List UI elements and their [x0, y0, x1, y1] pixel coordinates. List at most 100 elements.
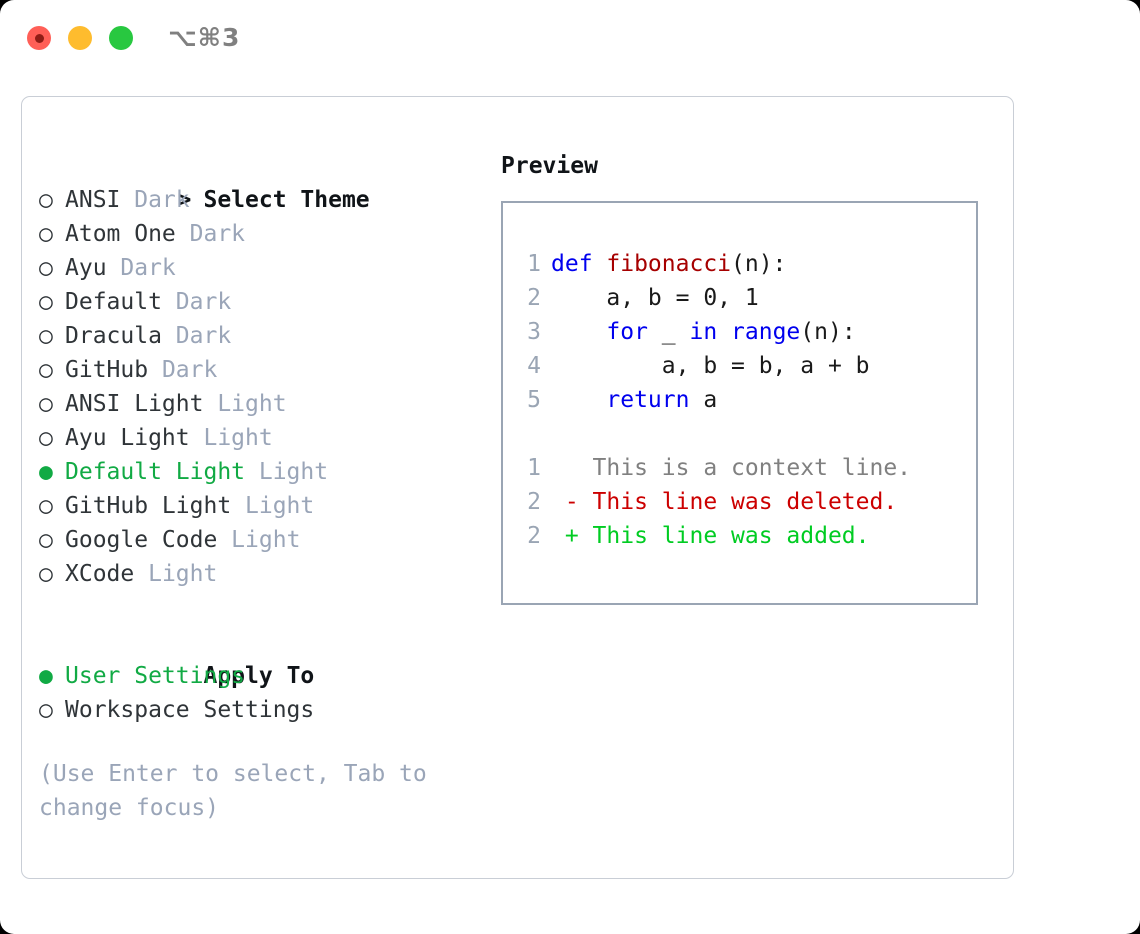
theme-option-ayu[interactable]: ○ Ayu Dark — [39, 251, 499, 285]
radio-unselected-icon: ○ — [39, 187, 53, 213]
theme-option-default-light[interactable]: ● Default Light Light — [39, 455, 499, 489]
code-token: return — [606, 387, 690, 413]
radio-unselected-icon: ○ — [39, 357, 53, 383]
theme-option-label: GitHub Light — [65, 493, 232, 519]
minimize-button-icon[interactable] — [68, 26, 92, 50]
theme-option-default[interactable]: ○ Default Dark — [39, 285, 499, 319]
theme-option-github[interactable]: ○GitHub Dark — [39, 353, 499, 387]
code-token: fibonacci — [606, 251, 732, 277]
theme-option-variant-badge: Light — [134, 561, 218, 587]
radio-unselected-icon: ○ — [39, 697, 53, 723]
line-number: 2 — [527, 489, 541, 515]
close-button-icon[interactable] — [27, 26, 51, 50]
theme-option-ayu-light[interactable]: ○Ayu Light Light — [39, 421, 499, 455]
theme-option-variant-badge: Dark — [106, 255, 176, 281]
line-number: 5 — [527, 387, 541, 413]
theme-option-variant-badge: Dark — [161, 289, 232, 315]
line-number: 1 — [527, 455, 541, 481]
code-token: a — [689, 387, 718, 413]
theme-list: ○ANSI Dark○Atom One Dark○Ayu Dark○Defaul… — [39, 183, 499, 591]
theme-option-variant-badge: Light — [189, 425, 273, 451]
code-token: in — [689, 319, 718, 345]
theme-option-label: Default — [65, 289, 162, 315]
diff-line-deleted: 2 - This line was deleted. — [515, 485, 972, 519]
preview-title: Preview — [501, 153, 598, 179]
radio-unselected-icon: ○ — [39, 289, 53, 315]
theme-option-variant-badge: Light — [231, 493, 315, 519]
window-controls — [27, 26, 133, 50]
theme-option-variant-badge: Light — [245, 459, 329, 485]
apply-option-user-settings[interactable]: ● User Settings — [39, 659, 499, 693]
theme-option-label: Ayu — [65, 255, 107, 281]
theme-option-label: XCode — [65, 561, 135, 587]
radio-unselected-icon: ○ — [39, 527, 53, 553]
apply-to-list: ● User Settings ○ Workspace Settings — [39, 659, 499, 727]
select-theme-header: > Select Theme — [39, 149, 499, 213]
theme-option-dracula[interactable]: ○Dracula Dark — [39, 319, 499, 353]
titlebar: ⌥⌘3 — [0, 0, 1140, 78]
line-number: 2 — [527, 285, 541, 311]
theme-option-google-code[interactable]: ○Google Code Light — [39, 523, 499, 557]
help-text: (Use Enter to select, Tab to change focu… — [39, 761, 427, 821]
radio-unselected-icon: ○ — [39, 255, 53, 281]
header-caret-icon: > — [177, 187, 192, 213]
code-line: 2 a, b = 0, 1 — [515, 281, 972, 315]
radio-unselected-icon: ○ — [39, 323, 53, 349]
theme-option-ansi[interactable]: ○ANSI Dark — [39, 183, 499, 217]
code-token: def — [551, 251, 607, 277]
code-token — [551, 387, 606, 413]
code-token: (n): — [800, 319, 856, 345]
theme-option-variant-badge: Dark — [161, 323, 232, 349]
code-token: (n): — [731, 251, 787, 277]
theme-option-xcode[interactable]: ○XCode Light — [39, 557, 499, 591]
diff-lines: 1 This is a context line.2 - This line w… — [515, 451, 972, 553]
code-blank-line — [515, 417, 972, 451]
code-token: a, b = 0, 1 — [551, 285, 759, 311]
theme-option-atom-one[interactable]: ○Atom One Dark — [39, 217, 499, 251]
radio-unselected-icon: ○ — [39, 391, 53, 417]
diff-text: This is a context line. — [551, 455, 912, 481]
code-token: a, b = b, a + b — [551, 353, 870, 379]
theme-option-label: ANSI — [65, 187, 121, 213]
diff-line-context: 1 This is a context line. — [515, 451, 972, 485]
radio-selected-icon: ● — [39, 663, 53, 689]
line-number: 2 — [527, 523, 541, 549]
main-panel: >Select Theme ○ANSI Dark○Atom One Dark○A… — [21, 96, 1014, 879]
code-token: _ — [647, 319, 690, 345]
apply-option-label: User Settings — [65, 663, 246, 689]
theme-option-variant-badge: Dark — [175, 221, 246, 247]
code-line: 5 return a — [515, 383, 972, 417]
theme-option-label: GitHub — [65, 357, 149, 383]
select-theme-header-label: Select Theme — [203, 187, 370, 213]
keyboard-shortcut-label: ⌥⌘3 — [168, 23, 241, 52]
apply-option-workspace-settings[interactable]: ○ Workspace Settings — [39, 693, 499, 727]
diff-line-added: 2 + This line was added. — [515, 519, 972, 553]
theme-option-github-light[interactable]: ○ GitHub Light Light — [39, 489, 499, 523]
line-number: 3 — [527, 319, 541, 345]
radio-selected-icon: ● — [39, 459, 53, 485]
radio-unselected-icon: ○ — [39, 221, 53, 247]
code-line: 3 for _ in range(n): — [515, 315, 972, 349]
theme-option-ansi-light[interactable]: ○ANSI Light Light — [39, 387, 499, 421]
code-token: range — [731, 319, 801, 345]
radio-unselected-icon: ○ — [39, 493, 53, 519]
maximize-button-icon[interactable] — [109, 26, 133, 50]
code-line: 4 a, b = b, a + b — [515, 349, 972, 383]
theme-option-label: Default Light — [65, 459, 246, 485]
apply-option-label: Workspace Settings — [65, 697, 315, 723]
apply-to-header: Apply To — [39, 625, 499, 689]
code-token — [551, 319, 606, 345]
theme-option-variant-badge: Light — [203, 391, 287, 417]
code-token: for — [606, 319, 648, 345]
diff-text: - This line was deleted. — [551, 489, 898, 515]
diff-text: + This line was added. — [551, 523, 870, 549]
code-token — [717, 319, 731, 345]
theme-option-label: Google Code — [65, 527, 218, 553]
section-spacer — [39, 591, 499, 625]
line-number: 1 — [527, 251, 541, 277]
